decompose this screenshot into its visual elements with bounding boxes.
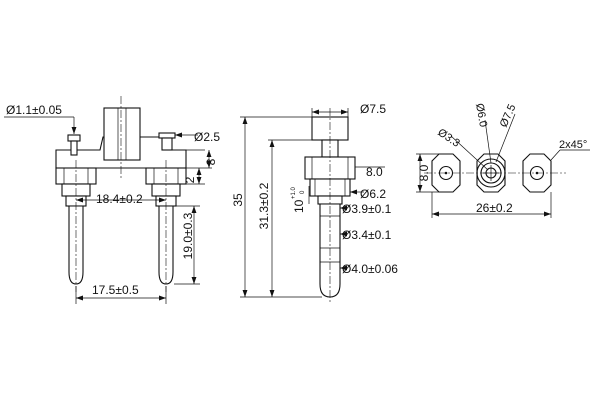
- octagon-right: [522, 153, 552, 193]
- hex-width-label: 8.0: [366, 165, 383, 179]
- pin-spacing-bottom-label: 17.5±0.5: [92, 283, 139, 297]
- pin-spacing-top-label: 18.4±0.2: [96, 192, 143, 206]
- pin-tip-diameter-label: Ø1.1±0.05: [6, 103, 62, 117]
- rivet-diameter-label: Ø2.5: [194, 130, 220, 144]
- center-post: [103, 107, 141, 161]
- tolerance-label: 10: [292, 199, 306, 213]
- octagon-center: [476, 153, 506, 193]
- spacing-label: 26±0.2: [476, 201, 513, 215]
- octagon-left: [431, 153, 461, 193]
- tolerance-upper: +1.0: [291, 186, 297, 199]
- height-8-label: 8: [204, 158, 218, 165]
- tip-diameter-label: Ø4.0±0.06: [342, 262, 398, 276]
- rivet-right: [158, 132, 176, 139]
- tolerance-lower: 0: [300, 190, 306, 194]
- pin-side-view: Ø7.5 35 31.3±0.2 8.0 Ø6.2 10 +1.0 0 Ø3.9…: [231, 102, 398, 304]
- shaft-diameter-2-label: Ø3.4±0.1: [342, 228, 392, 242]
- center-circle-75: [476, 158, 506, 188]
- tip-pin-left: [67, 134, 81, 142]
- shaft-diameter-1-label: Ø3.9±0.1: [342, 202, 392, 216]
- plug-front-view: Ø1.1±0.05 Ø2.5 8 2 18.4±0.2 19.0±0.3 17.…: [4, 96, 220, 304]
- top-height-label: 8.0: [417, 164, 431, 181]
- diameter-75-label: Ø7.5: [498, 103, 519, 130]
- collar-diameter-label: Ø6.2: [360, 187, 386, 201]
- body-height-label: 31.3±0.2: [257, 182, 271, 229]
- diameter-60-label: Ø6.0: [473, 102, 489, 128]
- top-diameter-label: Ø7.5: [360, 102, 386, 116]
- chamfer-label: 2x45°: [559, 139, 587, 151]
- overall-height-label: 35: [231, 193, 245, 207]
- height-2-label: 2: [183, 176, 197, 183]
- diameter-33-label: Ø3.3: [435, 127, 461, 150]
- pin-length-label: 19.0±0.3: [181, 212, 195, 259]
- pin-top-view: Ø3.3 Ø6.0 Ø7.5 2x45° 8.0 26±0.2: [416, 102, 590, 218]
